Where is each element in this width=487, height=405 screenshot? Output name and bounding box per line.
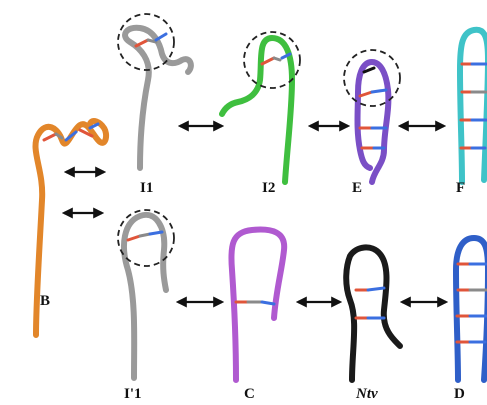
structure-E [344,50,400,182]
bonds-Ntv [356,288,384,318]
strand-I1 [125,28,191,168]
strand-D [456,238,487,380]
label-F: F [456,180,465,196]
structure-F [460,30,487,182]
strand-F [460,30,487,182]
label-C: C [244,386,255,402]
strand-E [358,62,389,182]
label-D: D [454,386,465,402]
bonds-I2 [262,54,290,64]
structure-C [231,230,284,380]
strand-C [231,230,284,380]
label-I1prime: I'1 [124,386,142,402]
structure-D [456,238,487,380]
label-I2: I2 [262,180,275,196]
highlight-circle-E [344,50,400,106]
strand-Ntv [346,247,400,380]
label-Ntv: Ntv [355,386,378,402]
bonds-F [461,64,486,148]
structure-I1prime [118,210,174,378]
bonds-C [236,302,274,304]
structure-I1 [118,14,191,168]
strand-I2 [222,38,292,182]
structure-Ntv [346,247,400,380]
bonds-D [457,264,486,342]
label-I1: I1 [140,180,153,196]
bonds-I1prime [128,232,162,240]
structure-I2 [222,32,300,182]
label-E: E [352,180,362,196]
label-B: B [40,293,50,309]
